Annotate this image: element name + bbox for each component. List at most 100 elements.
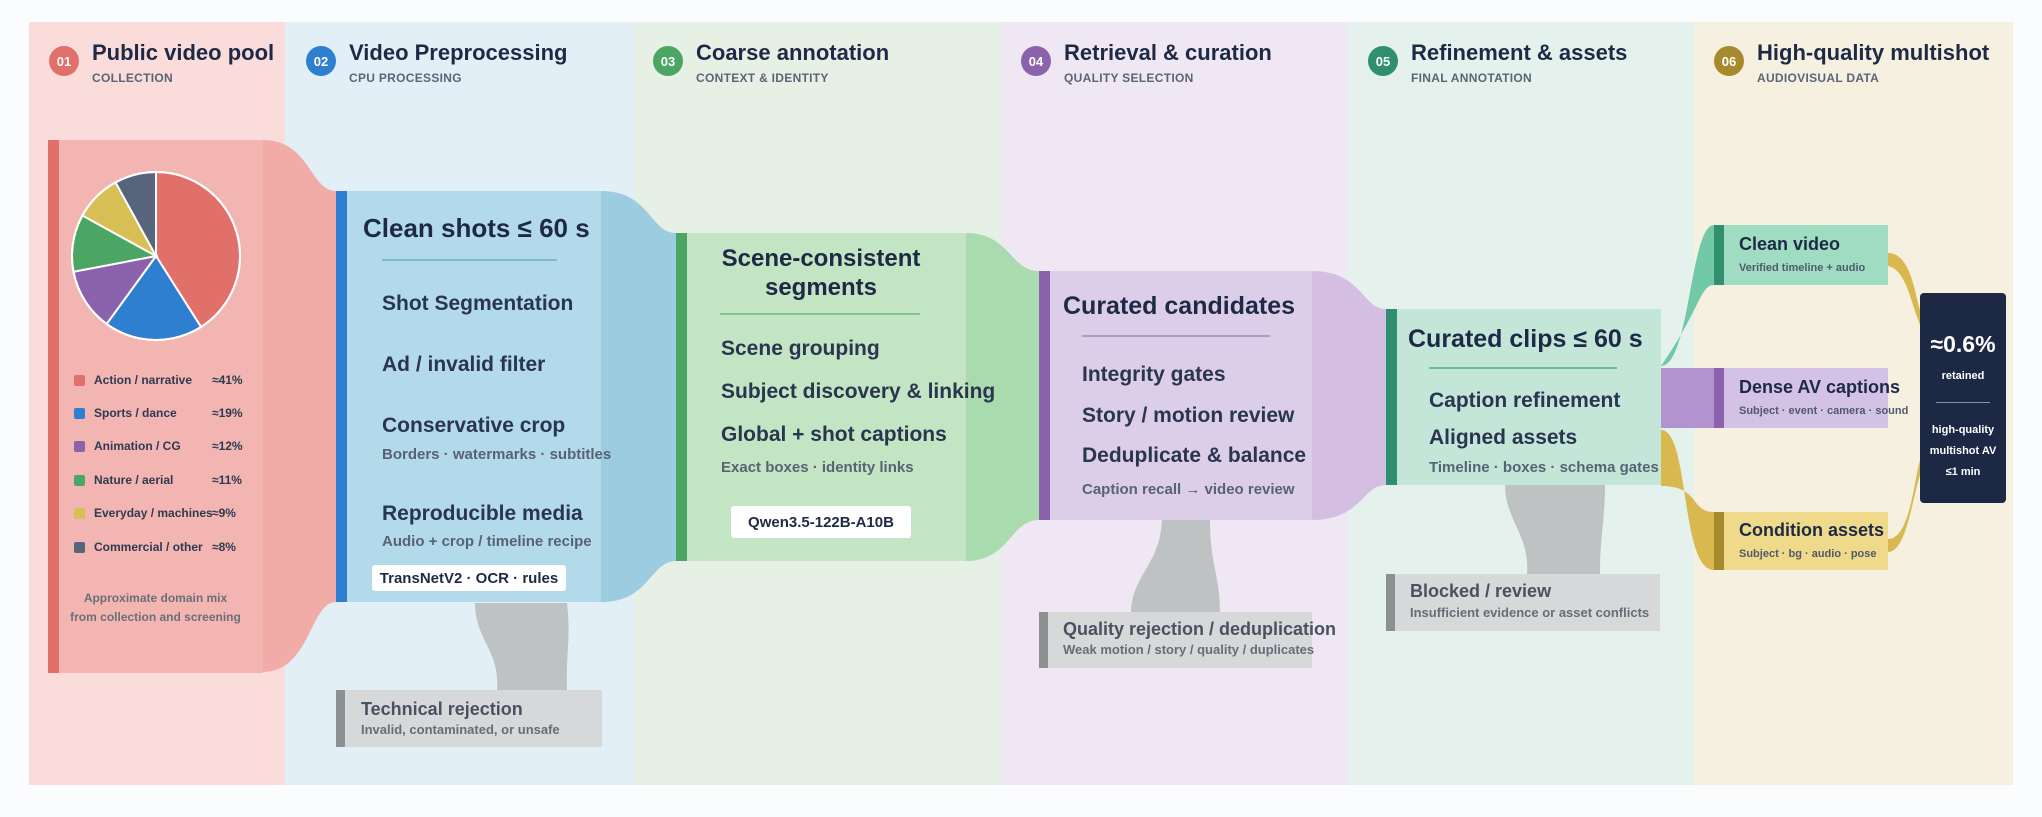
legend-percent: ≈41%: [212, 373, 243, 387]
item-reproducible-media: Reproducible media: [382, 502, 583, 525]
legend-swatch: [74, 542, 85, 553]
retention-divider: [1936, 402, 1990, 403]
legend-percent: ≈12%: [212, 439, 243, 453]
output-condition-assets-title: Condition assets: [1739, 520, 1885, 540]
stage-number-5: 05: [1368, 46, 1398, 76]
legend-label: Action / narrative: [94, 373, 193, 387]
flow-retrieval-to-refine: [1312, 271, 1386, 520]
stage-title-5: Refinement & assets: [1411, 40, 1628, 65]
item-caption-refinement: Caption refinement: [1429, 389, 1621, 412]
item-shot-segmentation: Shot Segmentation: [382, 292, 574, 315]
flow-to-clean-video: [1661, 225, 1714, 366]
stage-title-6: High-quality multishot: [1757, 40, 1990, 65]
flow-reject-quality: [1131, 520, 1220, 612]
scene-segments-title-line2: segments: [764, 274, 878, 301]
technical-rejection-title: Technical rejection: [361, 699, 523, 719]
legend-percent: ≈9%: [212, 506, 236, 520]
output-dense-av-captions-accent: [1714, 368, 1724, 428]
curated-clips-accent-bar: [1386, 309, 1397, 485]
output-clean-video-subtitle: Verified timeline + audio: [1739, 262, 1866, 274]
output-clean-video-title: Clean video: [1739, 234, 1841, 254]
blocked-review-subtitle: Insufficient evidence or asset conflicts: [1410, 605, 1650, 620]
flow-condition-to-summary: [1888, 460, 1920, 552]
retention-desc-line1: high-quality: [1931, 424, 1995, 436]
item-ad-invalid-filter: Ad / invalid filter: [382, 353, 546, 376]
retention-desc-line2: multishot AV: [1929, 445, 1997, 457]
item-conservative-crop-detail: Borders · watermarks · subtitles: [382, 446, 612, 463]
flow-coarse-to-retrieval: [966, 233, 1039, 561]
curated-clips-divider: [1429, 367, 1617, 369]
stage-number-3: 03: [653, 46, 683, 76]
quality-rejection-subtitle: Weak motion / story / quality / duplicat…: [1063, 642, 1315, 657]
output-condition-assets: [1714, 512, 1888, 570]
item-aligned-assets: Aligned assets: [1429, 426, 1578, 449]
domain-mix-note-line1: Approximate domain mix: [83, 591, 228, 605]
quality-rejection-accent: [1039, 612, 1048, 668]
quality-rejection-title: Quality rejection / deduplication: [1063, 619, 1337, 639]
stage-title-2: Video Preprocessing: [349, 40, 568, 65]
legend-swatch: [74, 441, 85, 452]
output-condition-assets-accent: [1714, 512, 1724, 570]
flow-to-dense-captions: [1661, 368, 1714, 428]
retention-label: retained: [1941, 370, 1985, 382]
item-scene-grouping: Scene grouping: [721, 337, 880, 360]
legend-percent: ≈19%: [212, 406, 243, 420]
flow-to-condition-assets: [1661, 430, 1714, 570]
scene-segments-divider: [720, 313, 920, 315]
output-clean-video: [1714, 225, 1888, 285]
stage-title-3: Coarse annotation: [696, 40, 890, 65]
curated-candidates-node: [1039, 271, 1312, 520]
item-caption-recall: Caption recall → video review: [1082, 481, 1295, 498]
stage-number-6: 06: [1714, 46, 1744, 76]
legend-percent: ≈11%: [212, 473, 242, 487]
stage-subtitle-3: CONTEXT & IDENTITY: [696, 71, 829, 85]
stage-subtitle-1: COLLECTION: [92, 71, 173, 85]
item-conservative-crop: Conservative crop: [382, 414, 566, 437]
legend-swatch: [74, 475, 85, 486]
legend-swatch: [74, 375, 85, 386]
output-dense-av-captions: [1714, 368, 1888, 428]
domain-mix-note-line2: from collection and screening: [70, 610, 241, 624]
technical-rejection-box: [336, 690, 602, 747]
legend-label: Everyday / machines: [94, 506, 213, 520]
blocked-review-title: Blocked / review: [1410, 581, 1552, 601]
coarse-model-tag: Qwen3.5-122B-A10B: [731, 506, 911, 538]
flow-preprocess-to-coarse: [601, 191, 676, 602]
stage-subtitle-5: FINAL ANNOTATION: [1411, 71, 1533, 85]
pie-outline: [71, 171, 241, 341]
retention-desc-line3: ≤1 min: [1945, 466, 1981, 478]
output-clean-video-accent: [1714, 225, 1724, 285]
blocked-review-box: [1386, 574, 1660, 631]
item-subject-discovery: Subject discovery & linking: [721, 380, 996, 403]
legend-label: Sports / dance: [94, 406, 177, 420]
item-story-motion-review: Story / motion review: [1082, 404, 1295, 427]
curated-candidates-accent-bar: [1039, 271, 1050, 520]
retention-value: ≈0.6%: [1930, 331, 1996, 357]
technical-rejection-accent: [336, 690, 345, 747]
stage-subtitle-4: QUALITY SELECTION: [1064, 71, 1194, 85]
preprocess-tools-tag: TransNetV2 · OCR · rules: [372, 565, 566, 591]
legend-label: Commercial / other: [94, 540, 203, 554]
curated-clips-node: [1386, 309, 1661, 485]
item-reproducible-media-detail: Audio + crop / timeline recipe: [382, 533, 592, 550]
item-aligned-assets-detail: Timeline · boxes · schema gates: [1429, 459, 1659, 476]
curated-candidates-title: Curated candidates: [1063, 292, 1296, 320]
clean-shots-accent-bar: [336, 191, 347, 602]
quality-rejection-box: [1039, 612, 1312, 668]
scene-segments-title-line1: Scene-consistent: [721, 245, 921, 272]
stage-title-4: Retrieval & curation: [1064, 40, 1272, 65]
curated-candidates-divider: [1082, 335, 1270, 337]
flow-reject-technical: [475, 603, 569, 690]
blocked-review-accent: [1386, 574, 1395, 631]
flow-clean-to-summary: [1888, 253, 1920, 325]
legend-swatch: [74, 508, 85, 519]
curated-clips-title: Curated clips ≤ 60 s: [1408, 325, 1643, 353]
stage-number-1: 01: [49, 46, 79, 76]
scene-segments-accent-bar: [676, 233, 687, 561]
flow-pool-to-preprocess: [263, 140, 336, 672]
item-integrity-gates: Integrity gates: [1082, 363, 1226, 386]
output-dense-av-captions-subtitle: Subject · event · camera · sound: [1739, 405, 1909, 417]
stage-number-4: 04: [1021, 46, 1051, 76]
technical-rejection-subtitle: Invalid, contaminated, or unsafe: [361, 722, 560, 737]
stage-subtitle-2: CPU PROCESSING: [349, 71, 462, 85]
